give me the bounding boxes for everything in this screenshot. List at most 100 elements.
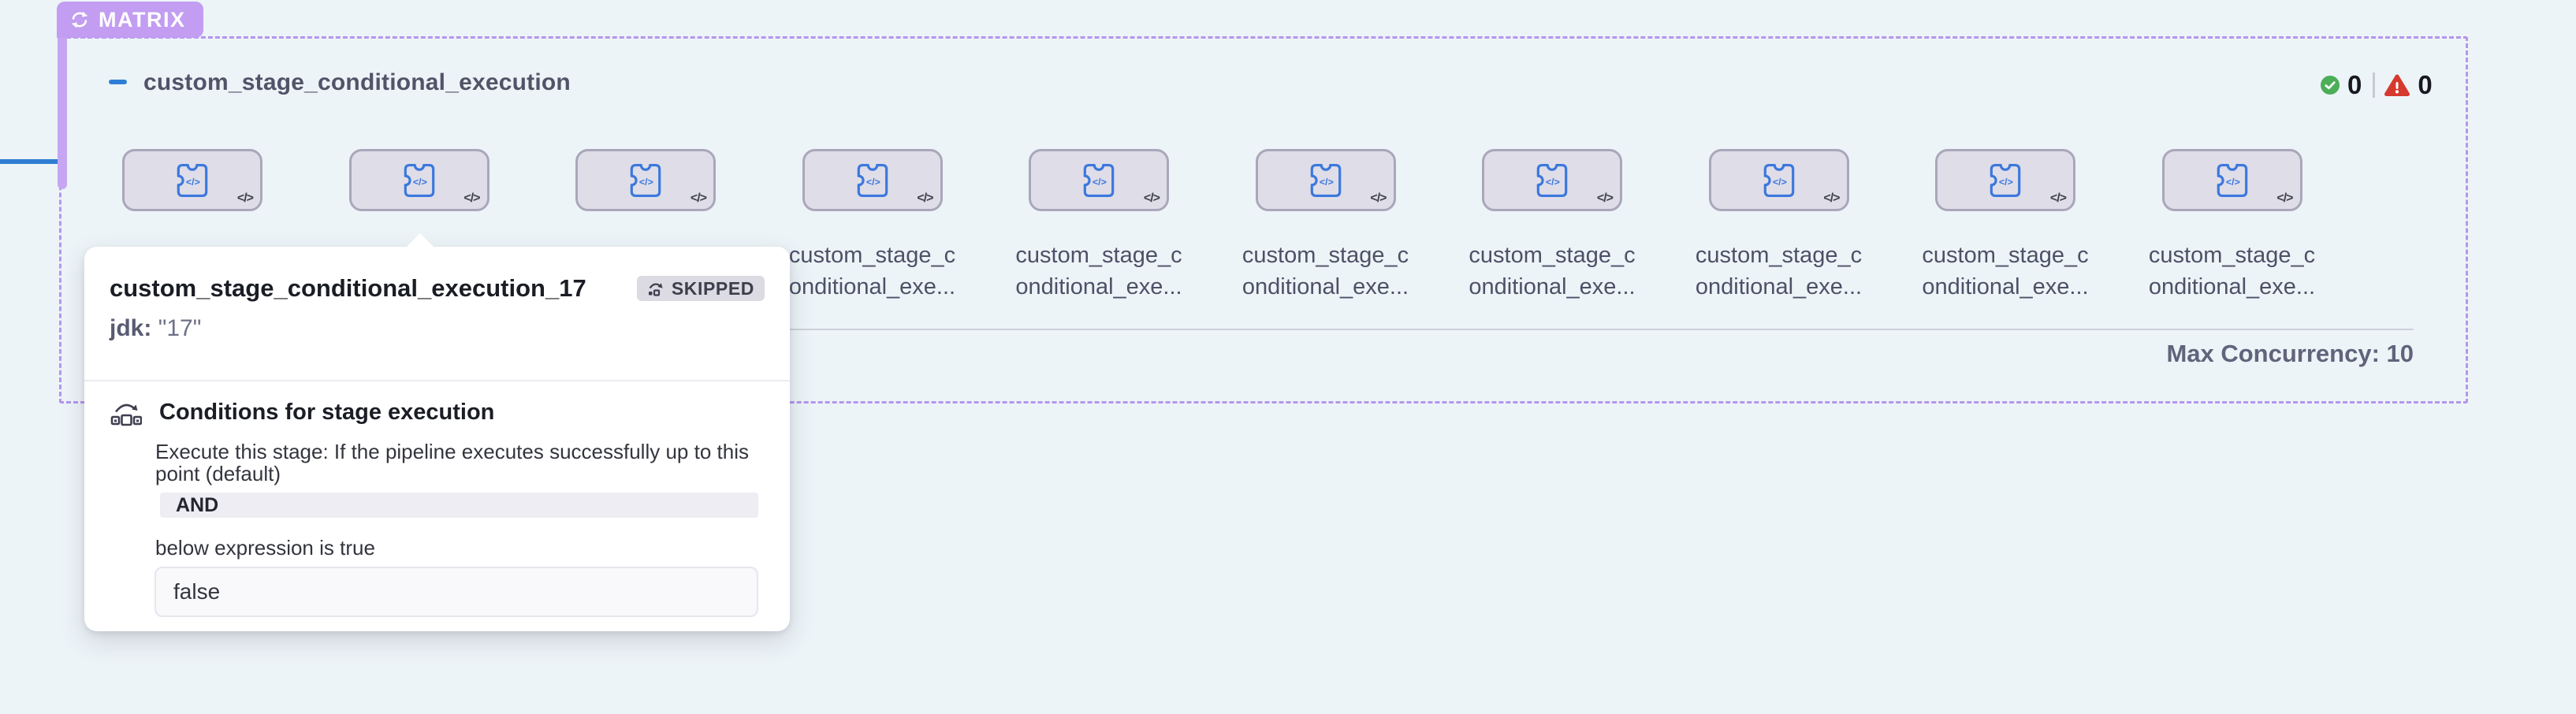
code-glyph: </> (1319, 177, 1333, 188)
pipeline-connector-line (0, 159, 61, 164)
code-glyph: </> (186, 177, 200, 188)
custom-stage-icon: </> (857, 163, 888, 197)
error-warning-icon (2384, 74, 2410, 96)
matrix-stage: </> </> custom_stage_c onditional_exe... (1666, 149, 1893, 303)
status-badge: SKIPPED (636, 276, 765, 301)
stage-label-line1: custom_stage_c (2148, 243, 2316, 268)
stage-label-line2: onditional_exe... (788, 274, 956, 299)
success-check-icon (2321, 76, 2340, 95)
custom-stage-icon: </> (1990, 163, 2021, 197)
conditions-section: Conditions for stage execution Execute t… (84, 381, 790, 631)
matrix-stage: </> </> custom_stage_c onditional_exe... (1212, 149, 1439, 303)
custom-stage-node[interactable]: </> </> (2161, 149, 2302, 211)
code-glyph: </> (2225, 177, 2239, 188)
stage-label-line1: custom_stage_c (788, 243, 956, 268)
code-icon: </> (917, 192, 933, 205)
stage-label-line2: onditional_exe... (2148, 274, 2316, 299)
collapse-toggle-icon[interactable] (109, 80, 127, 84)
loop-icon (71, 11, 88, 28)
custom-stage-icon: </> (1536, 163, 1568, 197)
matrix-variable-key: jdk: (110, 315, 152, 341)
code-glyph: </> (1772, 177, 1786, 188)
stage-tooltip: custom_stage_conditional_execution_17 SK… (84, 233, 790, 631)
custom-stage-icon: </> (1310, 163, 1341, 197)
code-glyph: </> (1093, 177, 1107, 188)
code-icon: </> (463, 192, 480, 205)
code-glyph: </> (412, 177, 426, 188)
matrix-stage: </> </> custom_stage_c onditional_exe... (2119, 149, 2346, 303)
stage-label: custom_stage_c onditional_exe... (985, 240, 1212, 303)
section-divider (84, 329, 2414, 330)
code-glyph: </> (1546, 177, 1560, 188)
custom-stage-node[interactable]: </> </> (1935, 149, 2075, 211)
custom-stage-icon: </> (630, 163, 661, 197)
custom-stage-icon: </> (2217, 163, 2247, 197)
matrix-stage: </> </> custom_stage_c onditional_exe... (759, 149, 986, 303)
stage-label: custom_stage_c onditional_exe... (1212, 240, 1439, 303)
code-icon: </> (2049, 192, 2067, 205)
stage-label-line1: custom_stage_c (1241, 243, 1409, 268)
code-icon: </> (1370, 192, 1387, 205)
matrix-group-outline (59, 36, 2468, 403)
conditions-description: Execute this stage: If the pipeline exec… (155, 440, 749, 485)
operator-bar: AND (160, 493, 758, 518)
stage-label-line1: custom_stage_c (1922, 243, 2089, 268)
tooltip-header: custom_stage_conditional_execution_17 SK… (110, 274, 765, 303)
expression-note: below expression is true (155, 536, 375, 560)
status-badge-label: SKIPPED (671, 277, 754, 299)
code-glyph: </> (865, 177, 880, 188)
code-icon: </> (236, 192, 254, 205)
matrix-stage: </> </> custom_stage_c onditional_exe... (985, 149, 1212, 303)
custom-stage-icon: </> (404, 163, 434, 197)
stage-label: custom_stage_c onditional_exe... (2119, 240, 2346, 303)
stage-label-line2: onditional_exe... (1695, 274, 1863, 299)
stage-label: custom_stage_c onditional_exe... (759, 240, 986, 303)
code-glyph: </> (1999, 177, 2013, 188)
stage-label: custom_stage_c onditional_exe... (1439, 240, 1666, 303)
stage-label-line1: custom_stage_c (1695, 243, 1863, 268)
tooltip-divider (84, 380, 790, 381)
custom-stage-node[interactable]: </> </> (1029, 149, 1169, 211)
max-concurrency-label: Max Concurrency: 10 (2166, 340, 2414, 367)
code-icon: </> (690, 192, 707, 205)
success-count: 0 (2347, 70, 2362, 99)
code-icon: </> (2276, 192, 2293, 205)
status-summary: 0 0 (2321, 69, 2433, 101)
stage-label-line2: onditional_exe... (1469, 274, 1636, 299)
custom-stage-node[interactable]: </> </> (575, 149, 716, 211)
code-icon: </> (1823, 192, 1840, 205)
matrix-badge: MATRIX (57, 2, 203, 38)
matrix-stage: </> </> custom_stage_c onditional_exe... (1439, 149, 1666, 303)
custom-stage-node[interactable]: </> </> (802, 149, 943, 211)
conditions-heading: Conditions for stage execution (159, 399, 495, 425)
custom-stage-icon: </> (1083, 163, 1115, 197)
code-glyph: </> (639, 177, 653, 188)
conditions-header: Conditions for stage execution (110, 398, 758, 426)
matrix-badge-label: MATRIX (99, 7, 186, 32)
matrix-group-title: custom_stage_conditional_execution (143, 69, 571, 95)
matrix-badge-tail (58, 32, 67, 189)
tooltip-stage-title: custom_stage_conditional_execution_17 (110, 274, 586, 302)
stage-label-line1: custom_stage_c (1469, 243, 1636, 268)
stage-label: custom_stage_c onditional_exe... (1666, 240, 1893, 303)
stage-label-line1: custom_stage_c (1015, 243, 1182, 268)
stage-label-line2: onditional_exe... (1241, 274, 1409, 299)
skipped-icon (648, 282, 663, 296)
conditional-execution-icon (110, 403, 142, 426)
code-icon: </> (1143, 192, 1160, 205)
matrix-stage: </> </> custom_stage_c onditional_exe... (1892, 149, 2119, 303)
custom-stage-node[interactable]: </> </> (122, 149, 262, 211)
error-count: 0 (2418, 70, 2433, 99)
matrix-variable-row: jdk: "17" (110, 315, 765, 342)
status-divider (2373, 73, 2376, 98)
custom-stage-node[interactable]: </> </> (348, 149, 490, 211)
custom-stage-node[interactable]: </> </> (1255, 149, 1396, 211)
matrix-variable-value: "17" (158, 315, 202, 341)
stage-label: custom_stage_c onditional_exe... (1892, 240, 2119, 303)
stage-label-line2: onditional_exe... (1922, 274, 2089, 299)
stage-label-line2: onditional_exe... (1015, 274, 1182, 299)
custom-stage-node[interactable]: </> </> (1482, 149, 1622, 211)
custom-stage-node[interactable]: </> </> (1708, 149, 1849, 211)
expression-value-box: false (154, 567, 758, 617)
